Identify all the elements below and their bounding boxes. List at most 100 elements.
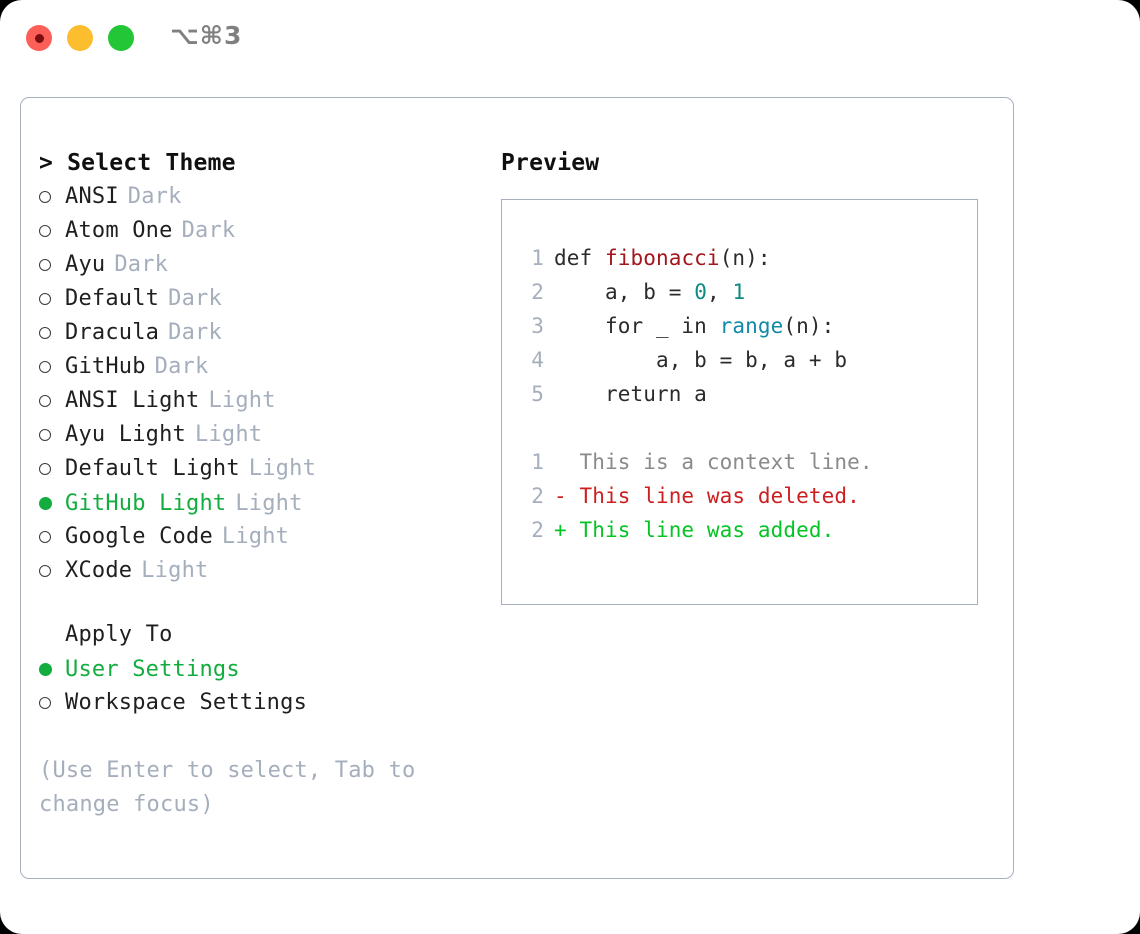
code-token: return a [554,382,707,406]
apply-to-option-user-settings[interactable]: User Settings [39,652,479,686]
theme-variant-tag: Dark [181,218,236,243]
theme-variant-tag: Light [235,490,303,516]
line-number: 2 [531,518,544,542]
radio-unselected-icon[interactable] [39,418,65,452]
radio-unselected-icon[interactable] [39,316,65,350]
code-line: 2 a, b = 0, 1 [502,275,977,309]
theme-variant-tag: Light [208,388,276,413]
code-token: a, b = [554,280,695,304]
code-diff-spacer [502,411,977,445]
theme-option-label: ANSI [65,184,119,209]
theme-variant-tag: Light [221,524,290,549]
line-number: 1 [531,246,544,270]
apply-to-option-label: User Settings [65,656,240,682]
theme-variant-tag: Dark [114,252,169,277]
code-line: 1 def fibonacci(n): [502,241,977,275]
section-spacer [39,588,479,618]
line-number: 3 [531,314,544,338]
radio-glyph [39,259,51,271]
diff-line-del: 2 - This line was deleted. [502,479,977,513]
radio-glyph [39,327,51,339]
theme-option-ansi-light[interactable]: ANSI Light Light [39,384,479,418]
preview-heading: Preview [501,150,600,176]
radio-unselected-icon[interactable] [39,214,65,248]
minimize-window-button[interactable] [67,25,93,51]
radio-unselected-icon[interactable] [39,686,65,720]
theme-option-label: Dracula [65,320,160,345]
theme-option-label: XCode [65,558,133,583]
code-token: (n): [783,314,835,338]
radio-glyph [39,565,51,577]
radio-glyph [39,429,51,441]
line-number: 4 [531,348,544,372]
keyboard-hint-text: (Use Enter to select, Tab to change focu… [39,758,416,817]
radio-selected-icon[interactable] [39,486,65,520]
radio-unselected-icon[interactable] [39,248,65,282]
select-theme-heading: > Select Theme [39,150,236,176]
radio-unselected-icon[interactable] [39,180,65,214]
theme-option-label: GitHub [65,354,146,379]
code-token: for _ in [554,314,720,338]
code-token: 1 [732,280,746,304]
radio-glyph [39,361,51,373]
theme-option-ayu-light[interactable]: Ayu Light Light [39,418,479,452]
radio-glyph [39,463,51,475]
theme-option-label: ANSI Light [65,388,200,413]
theme-option-label: Default Light [65,456,240,481]
theme-option-atom-one[interactable]: Atom One Dark [39,214,479,248]
maximize-window-button[interactable] [108,25,134,51]
theme-option-xcode[interactable]: XCode Light [39,554,479,588]
diff-line-text: + This line was added. [554,518,835,542]
hint-spacer [39,720,479,754]
radio-unselected-icon[interactable] [39,282,65,316]
code-token: a, b = b, a + b [554,348,848,372]
keyboard-shortcut-label: ⌥⌘3 [170,21,243,50]
radio-unselected-icon[interactable] [39,452,65,486]
theme-variant-tag: Light [141,558,209,583]
theme-variant-tag: Light [248,456,317,481]
radio-glyph [39,395,51,407]
code-token: , [706,280,733,304]
theme-option-label: Ayu [65,252,106,277]
radio-selected-icon[interactable] [39,652,65,686]
code-token: def [554,246,605,270]
radio-glyph [39,697,51,709]
line-number: 2 [531,484,544,508]
theme-option-label: Atom One [65,218,173,243]
diff-line-text: This is a context line. [554,450,873,474]
code-line: 4 a, b = b, a + b [502,343,977,377]
theme-option-label: GitHub Light [65,490,227,516]
radio-glyph [39,496,52,510]
diff-line-add: 2 + This line was added. [502,513,977,547]
diff-line-text: - This line was deleted. [554,484,860,508]
code-line: 5 return a [502,377,977,411]
code-token: (n): [719,246,771,270]
theme-variant-tag: Light [195,422,263,447]
close-window-button[interactable] [26,25,52,51]
radio-unselected-icon[interactable] [39,384,65,418]
theme-option-github-light[interactable]: GitHub Light Light [39,486,479,520]
apply-to-option-workspace-settings[interactable]: Workspace Settings [39,686,479,720]
theme-option-default-light[interactable]: Default Light Light [39,452,479,486]
radio-glyph [39,225,51,237]
radio-unselected-icon[interactable] [39,350,65,384]
radio-unselected-icon[interactable] [39,520,65,554]
title-bar: ⌥⌘3 [0,0,1140,78]
diff-sample: 1 This is a context line.2- This line wa… [502,445,977,547]
code-token: fibonacci [604,246,720,270]
theme-option-ayu[interactable]: Ayu Dark [39,248,479,282]
line-number: 2 [531,280,544,304]
radio-unselected-icon[interactable] [39,554,65,588]
theme-option-label: Ayu Light [65,422,187,447]
code-line: 3 for _ in range(n): [502,309,977,343]
apply-to-heading: Apply To [65,622,173,647]
